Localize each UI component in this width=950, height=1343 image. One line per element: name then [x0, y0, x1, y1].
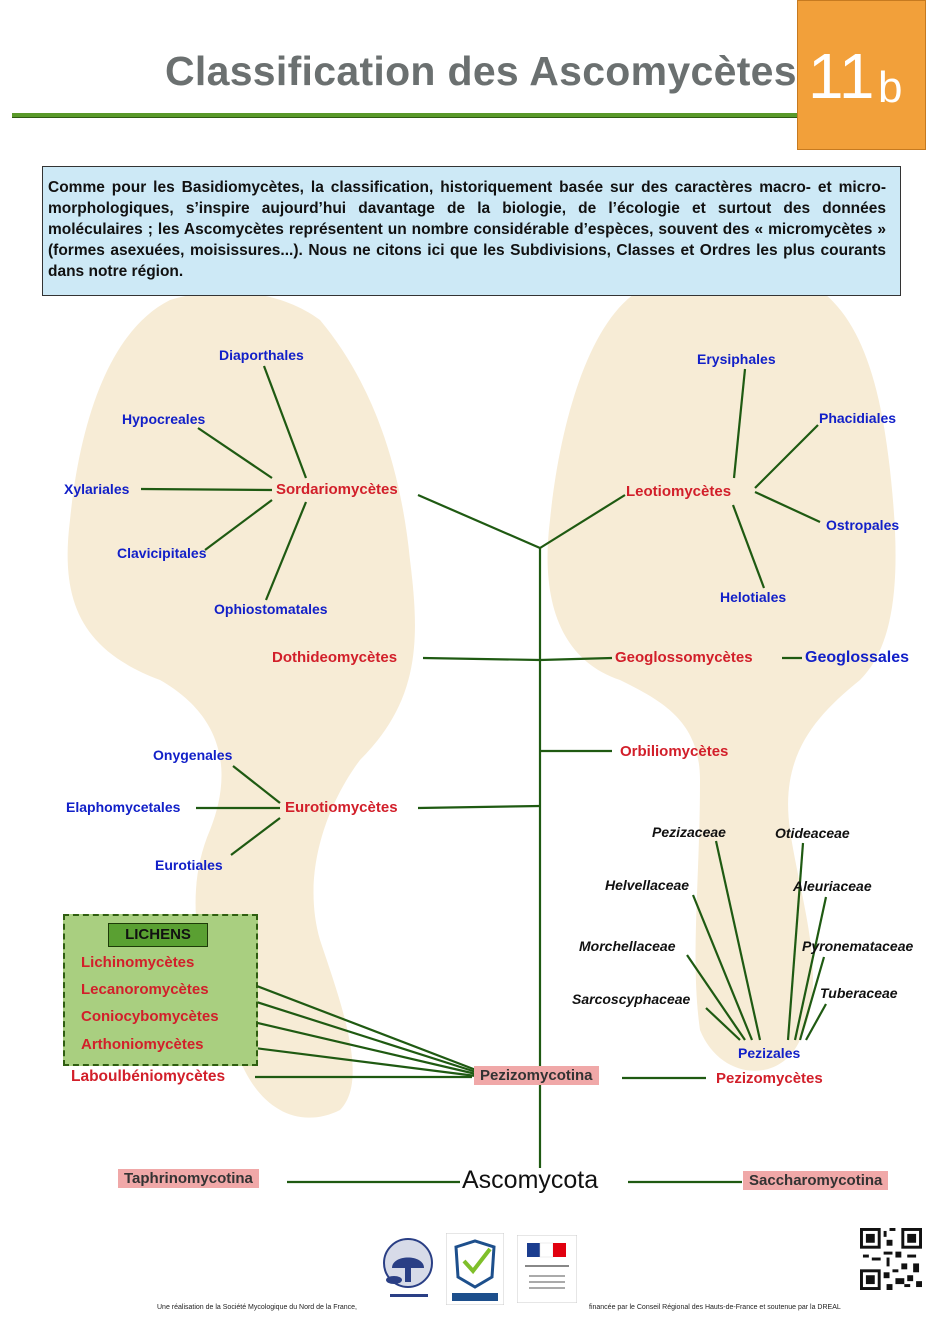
class-pezizomycetes: Pezizomycètes: [716, 1070, 823, 1087]
class-leotiomycetes: Leotiomycètes: [626, 483, 732, 500]
class-laboulbeniomycetes: Laboulbéniomycètes: [71, 1068, 226, 1085]
order-ostropales: Ostropales: [826, 517, 900, 533]
societe-mycologique-logo: [383, 1238, 433, 1297]
family-pyronemataceae: Pyronemataceae: [802, 938, 914, 954]
title-underline-shadow: [12, 117, 797, 118]
order-hypocreales: Hypocreales: [122, 411, 206, 427]
branch-geoglosso: [539, 656, 613, 662]
sheet-number-badge: 11 b: [797, 0, 926, 150]
lichens-title: LICHENS: [108, 923, 208, 947]
family-morchellaceae: Morchellaceae: [579, 938, 676, 954]
class-eurotiomycetes: Eurotiomycètes: [285, 799, 398, 816]
class-lichinomycetes: Lichinomycètes: [81, 954, 195, 971]
order-diaporthales: Diaporthales: [219, 347, 304, 363]
branch-leotio: [539, 494, 626, 549]
branch-dothideo: [422, 656, 541, 662]
family-pezizaceae: Pezizaceae: [652, 824, 726, 840]
morel-silhouette-left: [67, 291, 415, 1118]
subdivision-pezizomycotina: Pezizomycotina: [474, 1066, 599, 1085]
family-tuberaceae: Tuberaceae: [820, 985, 898, 1001]
region-hauts-de-france-logo: [446, 1233, 504, 1305]
family-aleuriaceae: Aleuriaceae: [793, 878, 872, 894]
order-helotiales: Helotiales: [720, 589, 787, 605]
morel-silhouette-right: [547, 271, 896, 1071]
subdivision-taphrinomycotina: Taphrinomycotina: [118, 1169, 259, 1188]
footer-credit-right: financée par le Conseil Régional des Hau…: [589, 1304, 841, 1311]
order-onygenales: Onygenales: [153, 747, 233, 763]
family-sarcoscyphaceae: Sarcoscyphaceae: [572, 991, 691, 1007]
order-elaphomycetales: Elaphomycetales: [66, 799, 181, 815]
branch-sordario: [417, 493, 541, 550]
intro-text: Comme pour les Basidiomycètes, la classi…: [42, 166, 901, 296]
family-otideaceae: Otideaceae: [775, 825, 850, 841]
order-clavicipitales: Clavicipitales: [117, 545, 207, 561]
order-geoglossales: Geoglossales: [805, 649, 910, 666]
page-title: Classification des Ascomycètes: [165, 48, 797, 94]
class-arthoniomycetes: Arthoniomycètes: [81, 1036, 204, 1053]
order-pezizales: Pezizales: [738, 1045, 801, 1061]
class-coniocybomycetes: Coniocybomycètes: [81, 1008, 219, 1025]
prefet-republique-logo: [517, 1235, 577, 1303]
qr-code: [860, 1228, 922, 1290]
branch-euro: [417, 804, 541, 810]
footer-credit-left: Une réalisation de la Société Mycologiqu…: [157, 1304, 358, 1311]
phylum-ascomycota: Ascomycota: [462, 1166, 599, 1194]
family-helvellaceae: Helvellaceae: [605, 877, 690, 893]
order-erysiphales: Erysiphales: [697, 351, 776, 367]
class-sordariomycetes: Sordariomycètes: [276, 481, 398, 498]
order-xylariales: Xylariales: [64, 481, 130, 497]
class-lecanoromycetes: Lecanoromycètes: [81, 981, 209, 998]
sheet-letter: b: [878, 63, 903, 112]
sheet-number: 11: [808, 40, 875, 112]
class-orbiliomycetes: Orbiliomycètes: [620, 743, 729, 760]
order-eurotiales: Eurotiales: [155, 857, 223, 873]
class-geoglossomycetes: Geoglossomycètes: [615, 649, 753, 666]
order-phacidiales: Phacidiales: [819, 410, 897, 426]
order-ophiostomatales: Ophiostomatales: [214, 601, 328, 617]
class-dothideomycetes: Dothideomycètes: [272, 649, 398, 666]
title-underline: [12, 113, 797, 117]
subdivision-saccharomycotina: Saccharomycotina: [743, 1171, 889, 1190]
